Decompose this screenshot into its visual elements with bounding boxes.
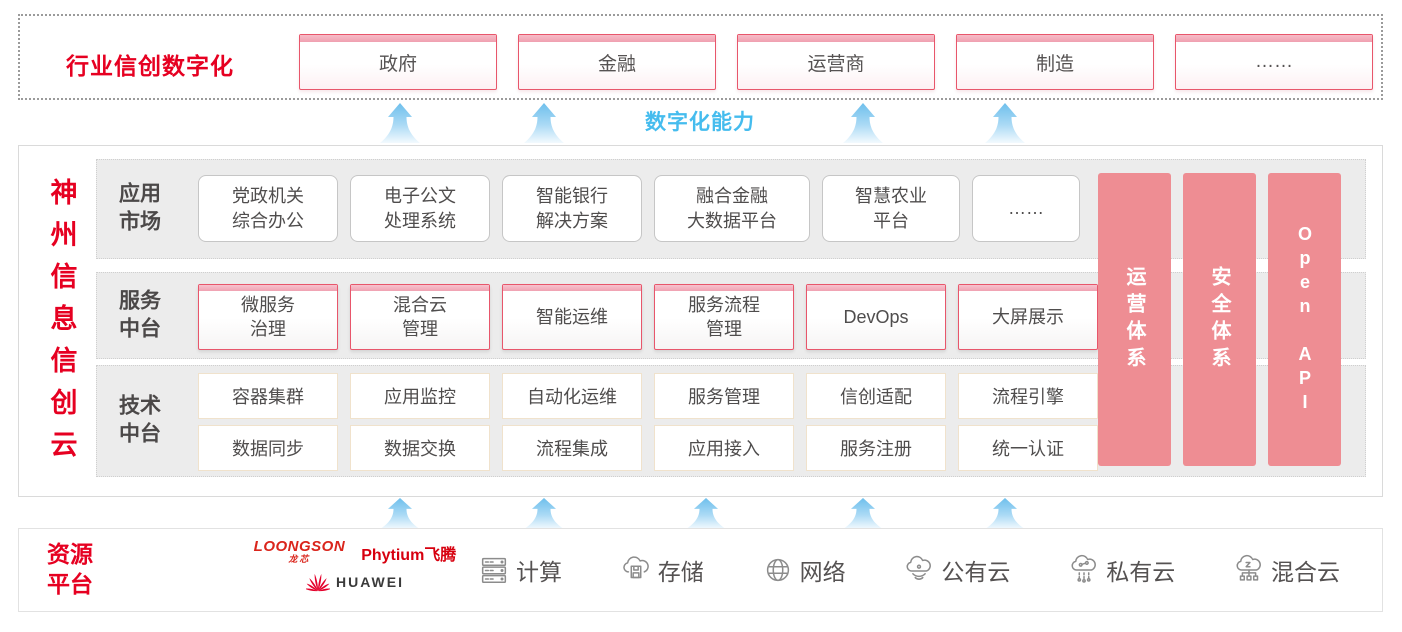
huawei-logo: HUAWEI (215, 572, 495, 592)
pillar-operations-system: 运营体系 (1098, 173, 1171, 466)
industry-box-operator: 运营商 (737, 34, 935, 90)
app-box-more: …… (972, 175, 1080, 242)
up-arrow-icon (380, 498, 420, 529)
app-market-label: 应用 市场 (119, 182, 161, 234)
industry-box-government: 政府 (299, 34, 497, 90)
hybrid-cloud-icon (1236, 554, 1261, 581)
service-box: 大屏展示 (958, 284, 1098, 350)
resource-item-hybrid-cloud: 混合云 (1232, 553, 1340, 587)
resource-item-label: 私有云 (1106, 559, 1176, 585)
loongson-chinese: 龙芯 (288, 554, 311, 564)
service-box: 微服务 治理 (198, 284, 338, 350)
app-box: 党政机关 综合办公 (198, 175, 338, 242)
capability-label: 数字化能力 (645, 111, 755, 134)
industry-box-manufacturing: 制造 (956, 34, 1154, 90)
app-box: 融合金融 大数据平台 (654, 175, 810, 242)
tech-platform-label: 技术 中台 (119, 394, 161, 446)
up-arrow-icon (524, 498, 564, 529)
public-cloud-icon (906, 555, 932, 580)
service-box: 服务流程 管理 (654, 284, 794, 350)
up-arrow-icon (524, 103, 564, 143)
platform-vertical-title: 神 州 信 息 信 创 云 (50, 178, 78, 460)
tech-box: 数据交换 (350, 425, 490, 471)
tech-line-1: 容器集群 应用监控 自动化运维 服务管理 信创适配 流程引擎 (198, 373, 1098, 419)
loongson-wordmark: LOONGSON (253, 538, 346, 555)
private-cloud-icon (1071, 554, 1097, 583)
industry-label: 制造 (1035, 53, 1074, 75)
tech-box: 统一认证 (958, 425, 1098, 471)
tech-box: 容器集群 (198, 373, 338, 419)
network-icon (766, 558, 789, 582)
up-arrow-icon (380, 103, 420, 143)
industry-label: 政府 (378, 53, 417, 75)
loongson-logo: LOONGSON 龙芯 (254, 539, 346, 564)
tech-box: 自动化运维 (502, 373, 642, 419)
tech-box: 流程引擎 (958, 373, 1098, 419)
industry-box-more: …… (1175, 34, 1373, 90)
resource-platform-label: 资源 平台 (47, 541, 93, 597)
tech-box: 服务管理 (654, 373, 794, 419)
app-box: 电子公文 处理系统 (350, 175, 490, 242)
tech-box: 应用监控 (350, 373, 490, 419)
huawei-flower-icon (306, 573, 330, 592)
resource-item-label: 存储 (657, 559, 704, 585)
up-arrow-icon (985, 103, 1025, 143)
service-platform-items: 微服务 治理 混合云 管理 智能运维 服务流程 管理 DevOps 大屏展示 (198, 284, 1098, 350)
resource-item-compute: 计算 (477, 553, 562, 587)
compute-icon (481, 557, 507, 584)
resource-item-label: 计算 (516, 559, 562, 585)
service-box: 智能运维 (502, 284, 642, 350)
xinchuang-cloud-panel: 神 州 信 息 信 创 云 应用 市场 党政机关 综合办公 电子公文 处理系统 … (18, 145, 1383, 497)
service-platform-label: 服务 中台 (119, 289, 161, 341)
app-box: 智慧农业 平台 (822, 175, 960, 242)
resource-item-label: 公有云 (941, 559, 1011, 585)
resource-platform-band: 资源 平台 LOONGSON 龙芯 Phytium飞腾 (18, 528, 1383, 612)
tech-box: 数据同步 (198, 425, 338, 471)
up-arrow-icon (686, 498, 726, 529)
resource-item-storage: 存储 (619, 553, 704, 587)
industry-label: …… (1255, 51, 1293, 72)
tech-platform-row: 技术 中台 容器集群 应用监控 自动化运维 服务管理 信创适配 流程引擎 数据同… (96, 365, 1366, 477)
service-box: 混合云 管理 (350, 284, 490, 350)
app-box: 智能银行 解决方案 (502, 175, 642, 242)
up-arrow-icon (843, 498, 883, 529)
app-market-row: 应用 市场 党政机关 综合办公 电子公文 处理系统 智能银行 解决方案 融合金融… (96, 159, 1366, 259)
service-platform-row: 服务 中台 微服务 治理 混合云 管理 智能运维 服务流程 管理 DevOps … (96, 272, 1366, 359)
resource-item-public-cloud: 公有云 (902, 553, 1010, 587)
pillar-open-api: Open API (1268, 173, 1341, 466)
tech-box: 应用接入 (654, 425, 794, 471)
phytium-logo: Phytium飞腾 (361, 547, 457, 564)
industry-box-finance: 金融 (518, 34, 716, 90)
resource-item-label: 混合云 (1270, 559, 1340, 585)
resource-item-network: 网络 (761, 553, 846, 587)
tech-box: 流程集成 (502, 425, 642, 471)
up-arrow-icon (843, 103, 883, 143)
industry-digitalization-band: 行业信创数字化 政府 金融 运营商 制造 …… (18, 14, 1383, 100)
industry-label: 金融 (597, 53, 636, 75)
industry-box-row: 政府 金融 运营商 制造 …… (299, 34, 1373, 90)
vendor-logos: LOONGSON 龙芯 Phytium飞腾 HUAWEI (215, 539, 495, 592)
tech-box: 信创适配 (806, 373, 946, 419)
resource-item-private-cloud: 私有云 (1067, 553, 1175, 587)
tech-line-2: 数据同步 数据交换 流程集成 应用接入 服务注册 统一认证 (198, 425, 1098, 471)
huawei-wordmark: HUAWEI (336, 574, 404, 590)
service-box: DevOps (806, 284, 946, 350)
resource-item-label: 网络 (799, 559, 846, 585)
app-market-items: 党政机关 综合办公 电子公文 处理系统 智能银行 解决方案 融合金融 大数据平台… (198, 175, 1080, 242)
resource-items: 计算 存储 网络 公有云 (477, 529, 1340, 611)
pillar-security-system: 安全体系 (1183, 173, 1256, 466)
vendor-line-1: LOONGSON 龙芯 Phytium飞腾 (215, 539, 495, 565)
industry-band-title: 行业信创数字化 (66, 53, 234, 79)
tech-platform-items: 容器集群 应用监控 自动化运维 服务管理 信创适配 流程引擎 数据同步 数据交换… (198, 373, 1098, 471)
tech-box: 服务注册 (806, 425, 946, 471)
storage-icon (623, 556, 649, 579)
industry-label: 运营商 (807, 53, 865, 75)
up-arrow-icon (985, 498, 1025, 529)
